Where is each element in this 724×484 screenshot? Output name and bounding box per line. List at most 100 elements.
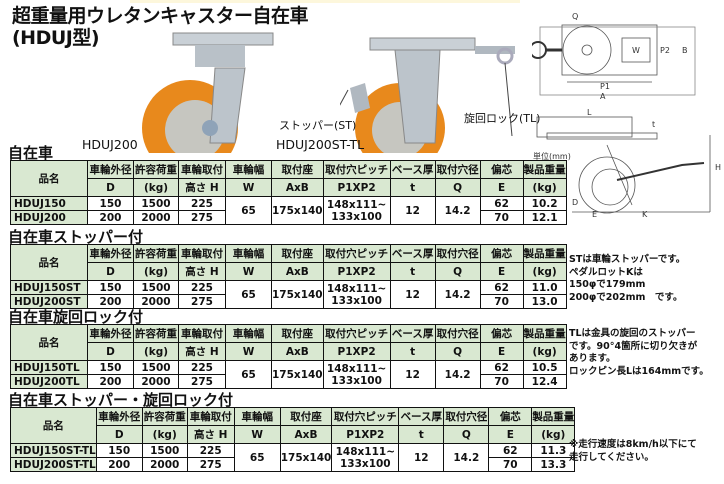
column-header: 車輪幅	[225, 160, 272, 179]
title-line-1: 超重量用ウレタンキャスター自在車	[12, 5, 309, 27]
column-header: 車輪取付	[186, 407, 235, 426]
column-subheader: AxB	[271, 178, 324, 197]
column-header: 偏芯	[479, 244, 524, 263]
column-subheader: (kg)	[531, 425, 576, 444]
dim-Q: Q	[572, 12, 578, 21]
allowable-load: 2000	[133, 210, 179, 225]
column-header: 車輪外径	[87, 160, 134, 179]
caster-image-hduj200st-tl	[340, 37, 515, 153]
mounting-height: 275	[186, 457, 235, 472]
column-header: 製品重量	[522, 244, 567, 263]
section-title: 自在車旋回ロック付	[8, 308, 144, 326]
column-header: 車輪外径	[87, 324, 134, 343]
column-header: 取付穴径	[434, 244, 481, 263]
header-row: 品名車輪外径許容荷重車輪取付車輪幅取付座取付穴ピッチベース厚取付穴径偏芯製品重量	[10, 407, 576, 444]
product-weight: 12.4	[522, 374, 567, 389]
wheel-diameter: 200	[87, 374, 134, 389]
product-name: HDUJ150TL	[10, 360, 88, 375]
dim-D: D	[572, 198, 578, 207]
wheel-diameter: 150	[87, 360, 134, 375]
product-name: HDUJ150	[10, 196, 88, 211]
product-weight: 13.3	[531, 457, 576, 472]
page-title: 超重量用ウレタンキャスター自在車(HDUJ型)	[12, 5, 309, 49]
column-subheader: D	[87, 178, 134, 197]
allowable-load: 2000	[141, 457, 188, 472]
hole-pitch: 148x111~133x100	[331, 443, 400, 472]
column-subheader: 高さ H	[178, 342, 226, 361]
column-subheader: t	[389, 262, 436, 281]
column-header: 製品重量	[531, 407, 576, 426]
product-name: HDUJ200ST	[10, 294, 88, 309]
column-subheader: D	[87, 342, 134, 361]
column-subheader: Q	[434, 342, 481, 361]
column-subheader: 高さ H	[178, 262, 226, 281]
wheel-width: 65	[225, 196, 272, 225]
column-subheader: (kg)	[133, 342, 179, 361]
column-subheader: P1XP2	[322, 262, 391, 281]
header-row: 品名車輪外径許容荷重車輪取付車輪幅取付座取付穴ピッチベース厚取付穴径偏芯製品重量	[10, 244, 567, 281]
column-header: 許容荷重	[133, 324, 179, 343]
column-header: 偏芯	[488, 407, 533, 426]
caster-dimension-drawing: P1 A Q W P2 B L t H D E K	[532, 12, 721, 217]
section-title: 自在車ストッパー付	[8, 228, 144, 246]
column-header: 品名	[10, 160, 88, 197]
hole-pitch-2: 133x100	[331, 374, 382, 387]
base-thickness: 12	[389, 280, 436, 309]
allowable-load: 1500	[133, 360, 179, 375]
wheel-diameter: 150	[87, 280, 134, 295]
column-subheader: t	[389, 342, 436, 361]
column-subheader: D	[95, 425, 143, 444]
section-title: 自在車ストッパー・旋回ロック付	[8, 391, 234, 409]
column-header: 偏芯	[479, 324, 524, 343]
dim-H: H	[715, 163, 721, 172]
column-header: 取付座	[271, 160, 324, 179]
hole-diameter: 14.2	[443, 443, 490, 472]
product-weight: 10.5	[522, 360, 567, 375]
spec-table: 品名車輪外径許容荷重車輪取付車輪幅取付座取付穴ピッチベース厚取付穴径偏芯製品重量…	[10, 324, 567, 389]
offset: 70	[479, 374, 524, 389]
column-header: ベース厚	[389, 160, 436, 179]
dim-K: K	[642, 210, 648, 217]
column-subheader: D	[87, 262, 134, 281]
base-thickness: 12	[389, 196, 436, 225]
product-name: HDUJ200	[10, 210, 88, 225]
mounting-height: 225	[186, 443, 235, 458]
column-header: 取付座	[279, 407, 333, 426]
column-subheader: (kg)	[522, 178, 567, 197]
column-header: 偏芯	[479, 160, 524, 179]
column-subheader: Q	[443, 425, 490, 444]
column-header: 製品重量	[522, 160, 567, 179]
column-header: ベース厚	[398, 407, 445, 426]
offset: 70	[479, 210, 524, 225]
plate-size: 175x140	[279, 443, 333, 472]
column-subheader: E	[479, 178, 524, 197]
left-model-label: HDUJ200	[82, 137, 138, 152]
offset: 62	[488, 443, 533, 458]
wheel-diameter: 200	[87, 294, 134, 309]
dim-L: L	[587, 108, 592, 117]
note-speed: ※走行速度は8km/h以下にて走行してください。	[569, 439, 697, 463]
right-model-label: HDUJ200ST-TL	[276, 137, 365, 152]
column-header: 品名	[10, 407, 97, 444]
plate-size: 175x140	[271, 196, 324, 225]
column-subheader: AxB	[271, 262, 324, 281]
column-subheader: W	[225, 262, 272, 281]
column-header: 取付穴ピッチ	[322, 160, 391, 179]
column-header: 取付穴ピッチ	[331, 407, 400, 426]
column-header: 車輪幅	[233, 407, 281, 426]
column-subheader: AxB	[271, 342, 324, 361]
dim-A: A	[600, 92, 606, 101]
wheel-width: 65	[233, 443, 281, 472]
section-title: 自在車	[8, 144, 54, 162]
product-name: HDUJ150ST-TL	[10, 443, 97, 458]
column-header: 車輪取付	[178, 244, 226, 263]
hole-pitch: 148x111~133x100	[322, 196, 391, 225]
spec-table: 品名車輪外径許容荷重車輪取付車輪幅取付座取付穴ピッチベース厚取付穴径偏芯製品重量…	[10, 407, 576, 472]
mounting-height: 225	[178, 196, 226, 211]
offset: 62	[479, 360, 524, 375]
offset: 70	[479, 294, 524, 309]
